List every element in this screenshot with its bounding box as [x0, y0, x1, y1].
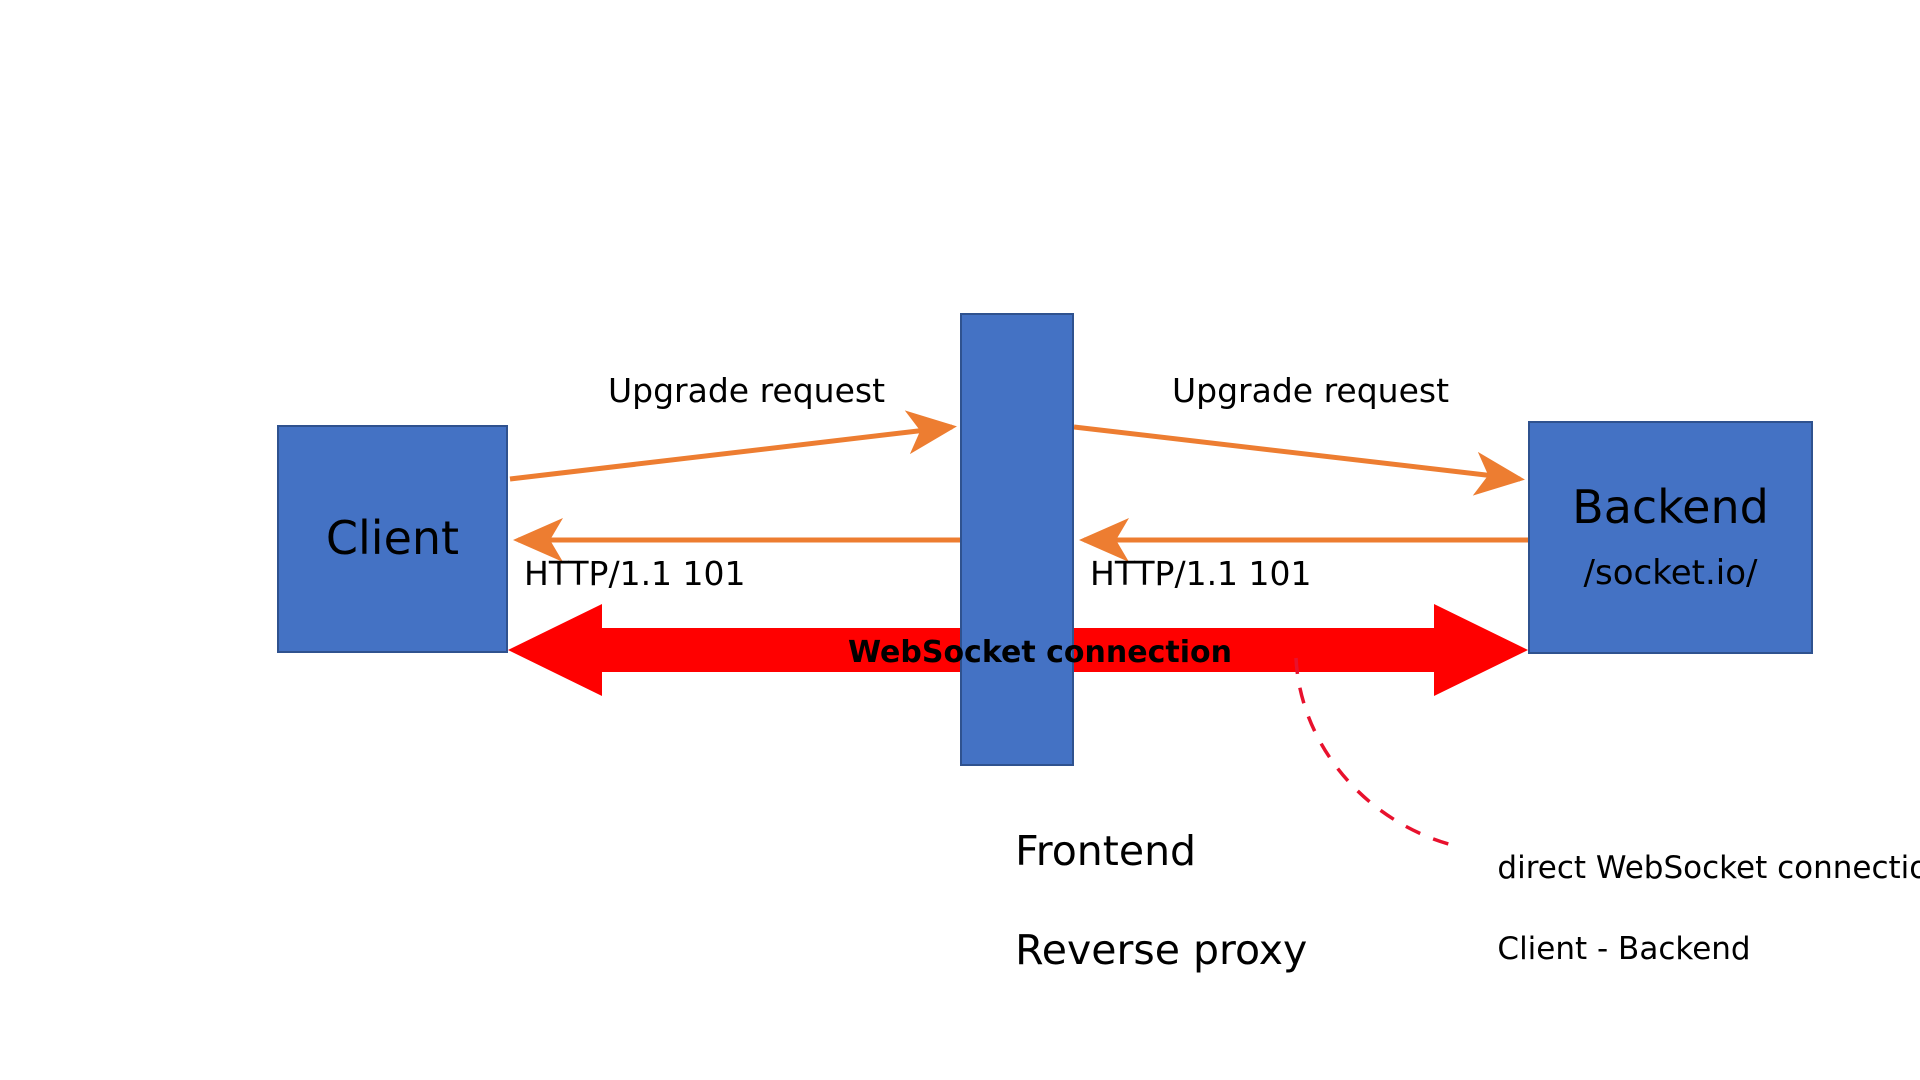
reverse-proxy-caption-line1: Frontend [1015, 827, 1197, 876]
node-backend-path-label: /socket.io/ [1583, 552, 1758, 593]
arrow-upgrade-proxy-to-backend [1073, 424, 1525, 496]
arrow-upgrade-client-to-proxy [509, 410, 957, 482]
edge-label-upgrade-right: Upgrade request [1172, 371, 1450, 410]
reverse-proxy-caption: Frontend Reverse proxy [963, 778, 1307, 1024]
edge-label-http101-right: HTTP/1.1 101 [1090, 554, 1312, 593]
node-backend-label: Backend [1572, 480, 1769, 535]
direct-websocket-annotation-line1: direct WebSocket connection [1497, 850, 1920, 887]
direct-websocket-annotation: direct WebSocket connection Client - Bac… [1458, 808, 1920, 1009]
node-backend[interactable]: Backend /socket.io/ [1528, 421, 1813, 654]
node-client[interactable]: Client [277, 425, 508, 653]
node-reverse-proxy[interactable] [960, 313, 1074, 766]
node-client-label: Client [325, 511, 460, 566]
edge-label-http101-left: HTTP/1.1 101 [524, 554, 746, 593]
websocket-connection-label: WebSocket connection [848, 635, 1232, 670]
reverse-proxy-caption-line2: Reverse proxy [1015, 925, 1308, 974]
direct-websocket-annotation-line2: Client - Backend [1497, 930, 1751, 967]
edge-label-upgrade-left: Upgrade request [608, 371, 886, 410]
annotation-leader-line [1294, 657, 1453, 847]
